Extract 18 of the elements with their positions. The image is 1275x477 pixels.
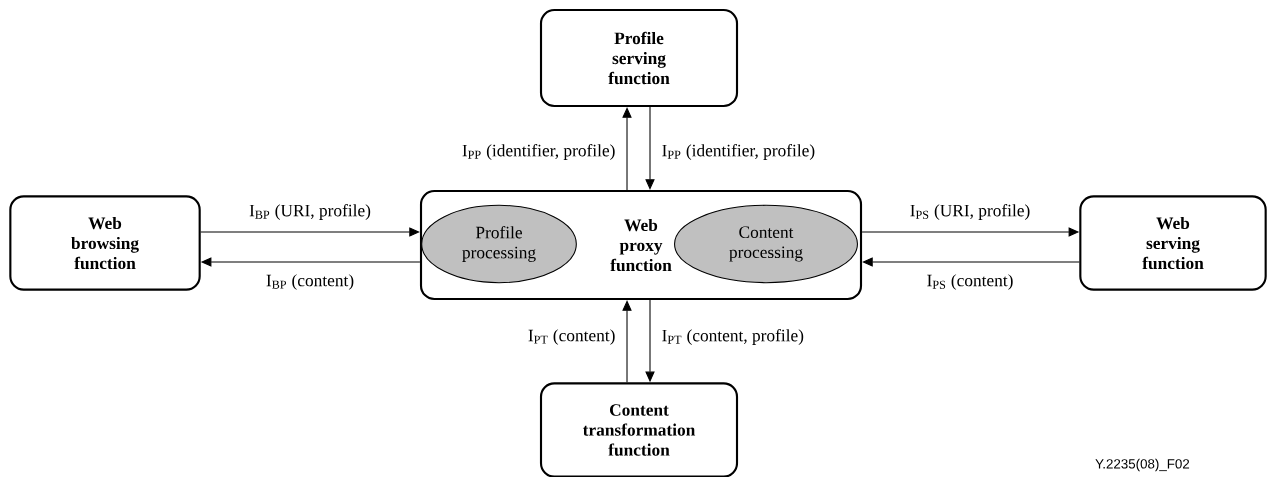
edge-label: I$_{PP}$ (identifier, profile) (462, 144, 615, 160)
function-box: Web browsing function (9, 195, 201, 291)
edge-label: I$_{PS}$ (URI, profile) (910, 204, 1030, 220)
figure-id: Y.2235(08)_F02 (1095, 458, 1190, 472)
function-box: Web serving function (1079, 195, 1267, 291)
arrow (622, 107, 632, 191)
edge-label: I$_{PT}$ (content, profile) (662, 329, 804, 345)
edge-label: I$_{PT}$ (content) (528, 329, 615, 345)
function-box: Content transformation function (539, 382, 739, 477)
arrow (645, 106, 655, 190)
arrow (200, 227, 420, 237)
edge-label: I$_{BP}$ (content) (266, 274, 354, 290)
arrow (862, 257, 1080, 267)
edge-label: I$_{PP}$ (identifier, profile) (662, 144, 815, 160)
edge-label: I$_{BP}$ (URI, profile) (249, 204, 371, 220)
function-box: Profile serving function (539, 8, 739, 108)
edge-label: I$_{PS}$ (content) (927, 274, 1013, 290)
arrow (622, 300, 632, 383)
